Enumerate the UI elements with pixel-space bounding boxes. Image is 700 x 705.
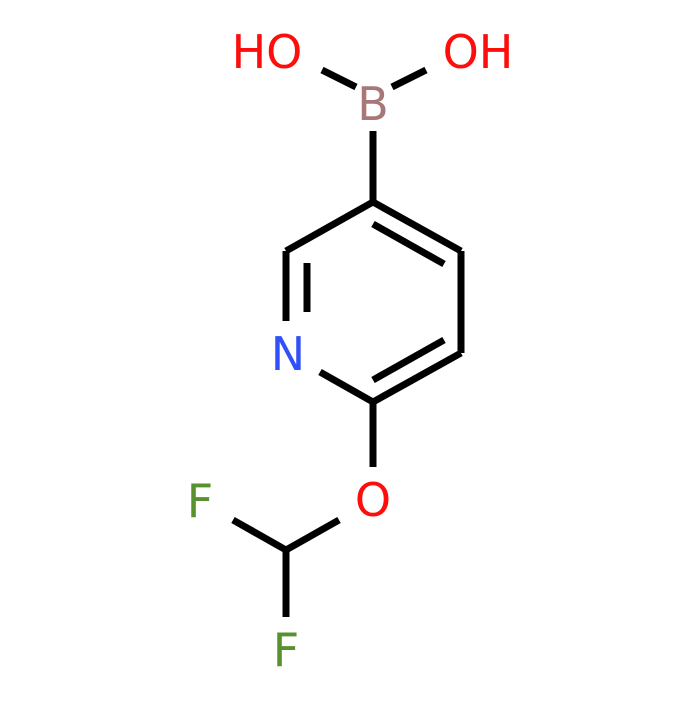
- bond-ring-c3-c2: [371, 349, 463, 406]
- hydroxyl-left-label: HO: [232, 25, 303, 79]
- bond-ring-c3-c2-inner: [371, 336, 446, 384]
- bond-ring-c6-c5: [284, 198, 375, 255]
- hydroxyl-right-label: OH: [443, 25, 514, 79]
- nitrogen-label: N: [271, 327, 305, 381]
- bonds: [231, 66, 465, 617]
- fluorine-lower-label: F: [273, 623, 299, 677]
- bond-ring-c5-c4-inner: [371, 220, 446, 268]
- boron-label: B: [357, 77, 389, 131]
- ether-oxygen-label: O: [355, 473, 391, 527]
- bond-oxygen-difluoromethyl: [284, 516, 341, 554]
- atom-labels: HO OH B N O F F: [187, 25, 514, 677]
- fluorine-upper-label: F: [187, 474, 213, 528]
- bond-boron-hydroxyl-left: [320, 66, 358, 91]
- bond-boron-hydroxyl-right: [390, 66, 428, 91]
- bond-carbon-fluorine-upper: [231, 516, 288, 554]
- bond-ring-c5-c4: [371, 198, 463, 255]
- bond-ring-c2-nitrogen: [318, 368, 375, 406]
